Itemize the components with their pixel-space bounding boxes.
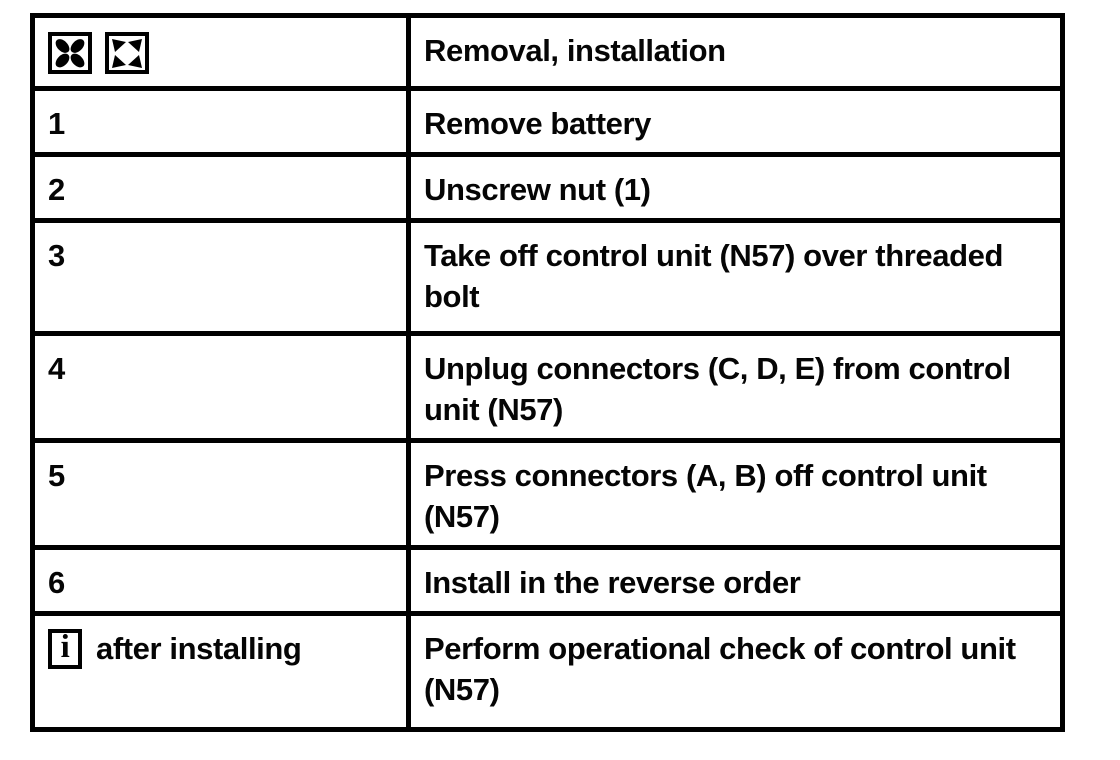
table-row: 6 Install in the reverse order (35, 545, 1060, 611)
procedure-table: Removal, installation 1 Remove battery 2… (30, 13, 1065, 732)
symbols-group (48, 30, 392, 75)
step-number: 3 (35, 223, 411, 331)
table-row: 3 Take off control unit (N57) over threa… (35, 218, 1060, 331)
step-number: 2 (35, 157, 411, 218)
table-row: 4 Unplug connectors (C, D, E) from contr… (35, 331, 1060, 438)
instruction-text: Unscrew nut (1) (424, 172, 651, 207)
note-cell: i after installing (35, 616, 411, 727)
table-row: 1 Remove battery (35, 86, 1060, 152)
table-row-note: i after installing Perform operational c… (35, 611, 1060, 727)
table-row: 2 Unscrew nut (1) (35, 152, 1060, 218)
step-number: 5 (35, 443, 411, 545)
instruction-text: Unplug connectors (C, D, E) from control… (424, 351, 1011, 427)
table-header-title: Removal, installation (424, 33, 726, 68)
table-header-row: Removal, installation (35, 18, 1060, 86)
info-icon: i (48, 628, 82, 669)
step-number: 1 (35, 91, 411, 152)
header-symbols-cell (35, 18, 411, 86)
step-number: 4 (35, 336, 411, 438)
instruction-text: Install in the reverse order (424, 565, 801, 600)
table-row: 5 Press connectors (A, B) off control un… (35, 438, 1060, 545)
instruction-text: Take off control unit (N57) over threade… (424, 238, 1003, 314)
removal-outward-arrows-icon (48, 32, 92, 75)
installation-inward-arrows-icon (105, 32, 149, 75)
step-number: 6 (35, 550, 411, 611)
instruction-text: Perform operational check of control uni… (424, 631, 1016, 707)
note-label: after installing (96, 631, 302, 666)
instruction-text: Remove battery (424, 106, 651, 141)
instruction-text: Press connectors (A, B) off control unit… (424, 458, 987, 534)
